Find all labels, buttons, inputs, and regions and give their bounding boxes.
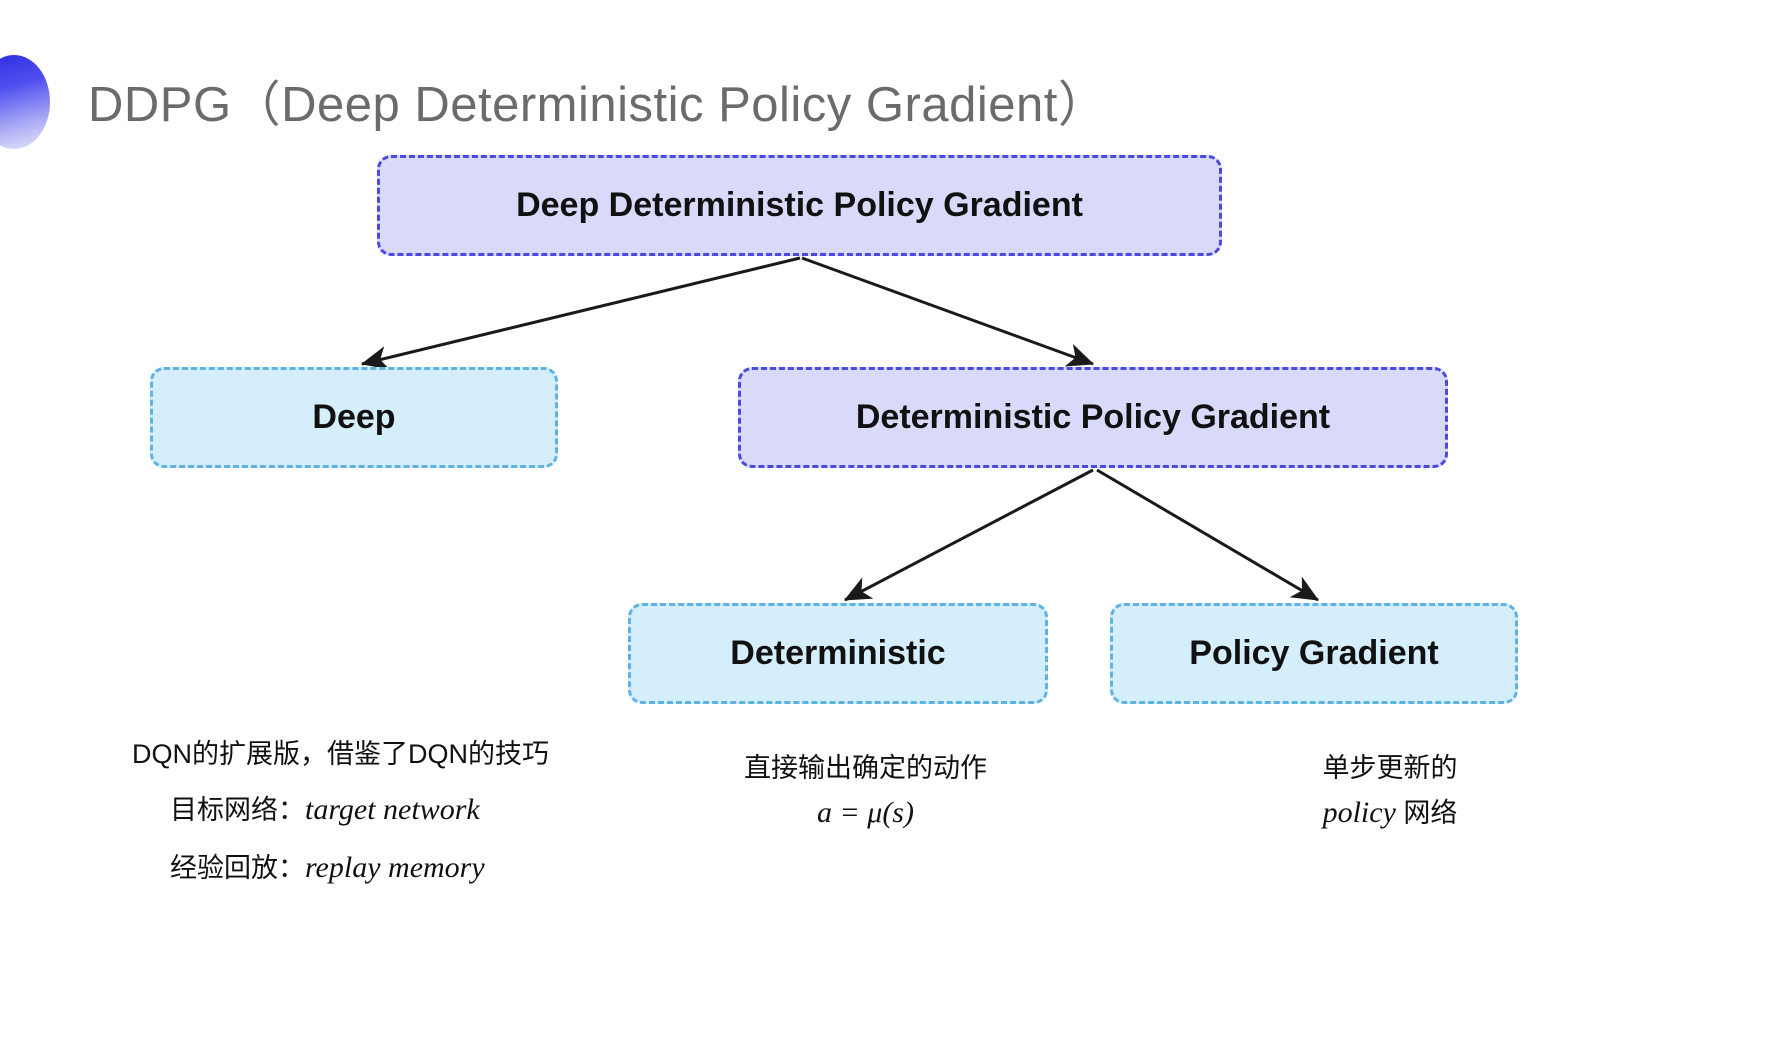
caption-deep-line3: 经验回放：replay memory bbox=[132, 839, 549, 898]
caption-policy-gradient-line1: 单步更新的 bbox=[1322, 753, 1458, 783]
edge-dpg-deterministic bbox=[843, 468, 1094, 602]
caption-deep-line2: 目标网络：target network bbox=[132, 781, 549, 840]
node-deep-deterministic-policy-gradient[interactable]: Deep Deterministic Policy Gradient bbox=[377, 155, 1222, 256]
caption-deep-line2-term: target network bbox=[305, 792, 480, 826]
caption-deterministic: 直接输出确定的动作 a = μ(s) bbox=[744, 748, 987, 836]
caption-policy-gradient: 单步更新的 policy 网络 bbox=[1240, 748, 1540, 836]
gradient-circle-icon bbox=[0, 55, 50, 149]
node-deterministic-policy-gradient[interactable]: Deterministic Policy Gradient bbox=[738, 367, 1448, 468]
edge-root-deep bbox=[360, 256, 801, 370]
edge-root-dpg bbox=[801, 256, 1095, 367]
edge-dpg-policy-gradient bbox=[1096, 468, 1320, 602]
node-deep[interactable]: Deep bbox=[150, 367, 558, 468]
caption-policy-gradient-tail: 网络 bbox=[1395, 797, 1458, 828]
node-label: Deterministic Policy Gradient bbox=[855, 397, 1331, 436]
node-label: Deterministic bbox=[730, 633, 946, 672]
page-title: DDPG（Deep Deterministic Policy Gradient） bbox=[88, 78, 1108, 132]
node-label: Deep Deterministic Policy Gradient bbox=[516, 185, 1083, 224]
caption-deep-line1: DQN的扩展版，借鉴了DQN的技巧 bbox=[132, 739, 549, 769]
caption-policy-gradient-term: policy bbox=[1322, 795, 1396, 829]
node-label: Policy Gradient bbox=[1189, 633, 1439, 672]
caption-deterministic-line1: 直接输出确定的动作 bbox=[744, 753, 987, 783]
node-deterministic[interactable]: Deterministic bbox=[628, 603, 1048, 704]
caption-deterministic-formula: a = μ(s) bbox=[817, 795, 914, 829]
node-policy-gradient[interactable]: Policy Gradient bbox=[1110, 603, 1518, 704]
node-label: Deep bbox=[312, 397, 396, 436]
caption-deep-line2-label: 目标网络： bbox=[170, 794, 305, 825]
caption-deep-line3-term: replay memory bbox=[305, 851, 485, 885]
caption-policy-gradient-line2: policy 网络 bbox=[1240, 790, 1540, 837]
caption-deep-line3-label: 经验回放： bbox=[170, 853, 305, 884]
caption-deep: DQN的扩展版，借鉴了DQN的技巧 目标网络：target network 经验… bbox=[132, 728, 549, 898]
